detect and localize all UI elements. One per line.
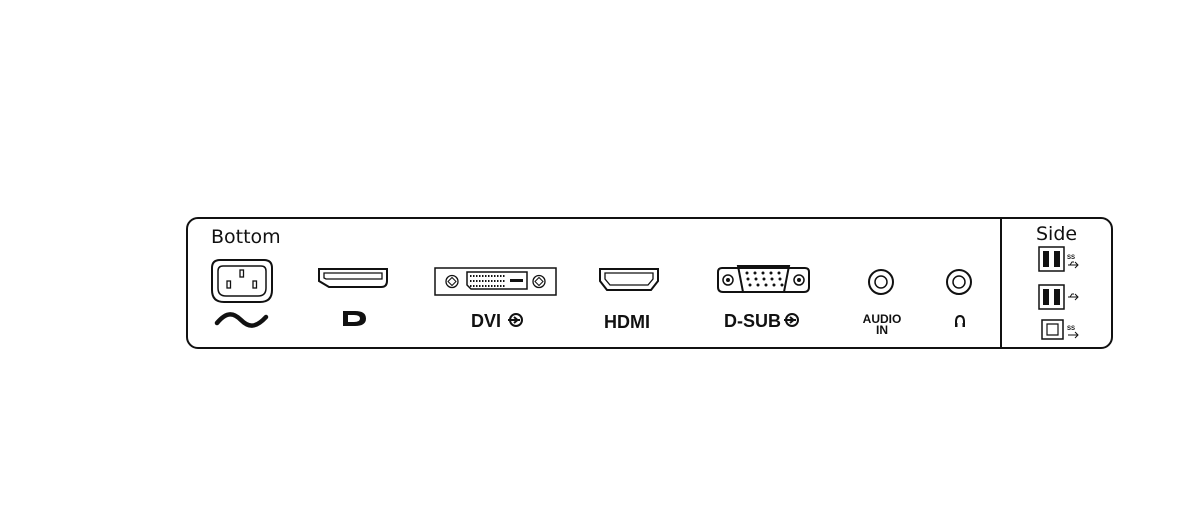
headphone-jack [946,269,972,295]
panel-outline [186,217,1113,349]
hdmi-connector [599,268,659,291]
usb-b-port [1041,319,1064,340]
audio-in-label-line2: IN [876,323,888,337]
dsub-connector [717,265,810,293]
usb-icon [1068,293,1079,301]
dvi-connector [434,267,557,296]
dvi-label: DVI [471,311,502,331]
usb-superspeed-icon: SS [1067,326,1079,339]
dsub-label: D-SUB [724,311,781,331]
svg-text:SS: SS [1067,326,1075,332]
ac-power-connector [211,259,273,303]
usb-a-port-1 [1038,246,1065,272]
usb-superspeed-icon: SS [1067,255,1079,269]
headphone-icon [955,314,965,327]
section-title-side: Side [1036,223,1078,245]
usb-a-port-2 [1038,284,1065,310]
ac-power-icon [214,312,269,328]
section-title-bottom: Bottom [211,226,281,248]
displayport-connector [318,268,388,288]
dvi-input-icon [508,313,523,327]
audio-in-label: AUDIO IN [858,312,906,337]
audio-in-jack [868,269,894,295]
svg-text:SS: SS [1067,255,1075,261]
dsub-input-icon [784,313,799,327]
hdmi-label: HDMI [604,312,650,332]
displayport-logo-icon [343,311,366,326]
audio-in-label-line1: AUDIO [862,312,902,326]
